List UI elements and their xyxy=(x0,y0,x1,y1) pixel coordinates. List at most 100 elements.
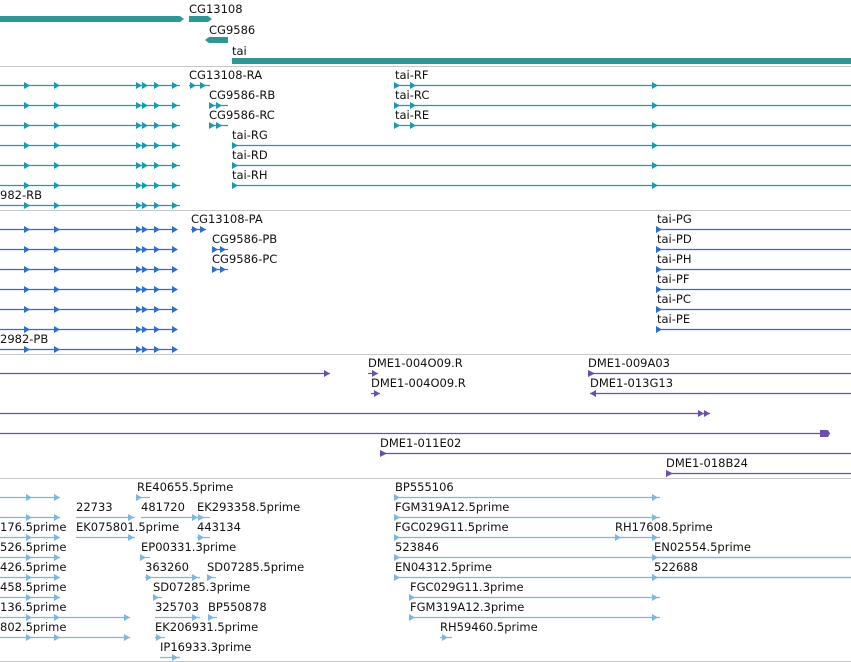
feature-ests[interactable]: 176.5prime xyxy=(0,520,66,541)
feature-clones[interactable]: DME1-011E02 xyxy=(380,436,851,457)
feature-transcripts[interactable]: tai-RC xyxy=(394,88,851,109)
feature-label: CG13108-RA xyxy=(189,68,262,82)
feature-clones[interactable] xyxy=(0,430,830,437)
feature-ests[interactable] xyxy=(0,514,60,521)
feature-ests[interactable]: 443134 xyxy=(197,520,241,541)
feature-ests[interactable]: 481720 xyxy=(141,500,200,521)
feature-transcripts[interactable]: tai-RE xyxy=(394,108,851,129)
feature-ests[interactable]: BP550878 xyxy=(208,600,267,621)
feature-ests[interactable]: EK293358.5prime xyxy=(197,500,300,521)
feature-transcripts[interactable]: tai-RD xyxy=(232,148,851,169)
feature-label: CG9586 xyxy=(209,23,255,37)
feature-label: FGC029G11.5prime xyxy=(395,520,509,534)
feature-ests[interactable]: 22733 xyxy=(76,500,135,521)
exon-arrow-icon xyxy=(26,554,32,561)
exon-arrow-icon xyxy=(442,634,448,641)
feature-cds[interactable]: CG13108-PA xyxy=(191,212,263,233)
feature-cds[interactable]: tai-PE xyxy=(656,312,851,333)
feature-ests[interactable]: 458.5prime xyxy=(0,580,66,601)
feature-transcripts[interactable]: tai-RF xyxy=(394,68,851,89)
feature-ests[interactable]: EP00331.3prime xyxy=(140,540,236,561)
feature-transcripts[interactable]: 982-RB xyxy=(0,188,180,209)
feature-transcripts[interactable]: CG9586-RB xyxy=(209,88,275,109)
exon-arrow-icon xyxy=(54,514,60,521)
feature-clones[interactable] xyxy=(0,370,330,377)
feature-cds[interactable] xyxy=(0,246,178,253)
feature-ests[interactable]: 526.5prime xyxy=(0,540,66,561)
feature-cds[interactable]: tai-PH xyxy=(656,252,851,273)
feature-label: CG13108-PA xyxy=(191,212,263,226)
feature-ests[interactable]: RH59460.5prime xyxy=(440,620,538,641)
feature-ests[interactable]: FGM319A12.3prime xyxy=(409,600,660,621)
exon-arrow-icon xyxy=(54,494,60,501)
feature-ests[interactable]: IP16933.3prime xyxy=(160,640,251,661)
feature-transcripts[interactable] xyxy=(0,102,180,109)
feature-ests[interactable]: EK206931.5prime xyxy=(155,620,258,641)
feature-ests[interactable]: BP555106 xyxy=(394,480,660,501)
feature-cds[interactable]: CG9586-PC xyxy=(212,252,277,273)
exon-arrow-icon xyxy=(54,142,60,149)
feature-clones[interactable] xyxy=(0,410,710,417)
feature-ests[interactable]: SD07285.3prime xyxy=(153,580,250,601)
feature-transcripts[interactable] xyxy=(0,142,180,149)
feature-ests[interactable]: SD07285.5prime xyxy=(207,560,304,581)
exon-arrow-icon xyxy=(26,634,32,641)
feature-ests[interactable]: EK075801.5prime xyxy=(76,520,179,541)
feature-transcripts[interactable] xyxy=(0,82,180,89)
exon-arrow-icon xyxy=(652,554,658,561)
feature-transcripts[interactable]: tai-RH xyxy=(232,168,851,189)
feature-clones[interactable]: DME1-013G13 xyxy=(590,376,851,397)
feature-ests[interactable]: FGC029G11.3prime xyxy=(409,580,660,601)
feature-clones[interactable]: DME1-004O09.R xyxy=(371,376,466,397)
feature-transcripts[interactable]: CG13108-RA xyxy=(189,68,262,89)
feature-label: 22733 xyxy=(76,500,113,514)
feature-ests[interactable]: EN02554.5prime xyxy=(652,540,851,561)
feature-transcripts[interactable]: tai-RG xyxy=(232,128,851,149)
strand-arrow-right-icon xyxy=(666,470,673,477)
feature-cds[interactable]: tai-PC xyxy=(656,292,851,313)
feature-cds[interactable] xyxy=(0,286,178,293)
exon-arrow-icon xyxy=(410,82,416,89)
exon-arrow-icon xyxy=(142,102,148,109)
feature-cds[interactable] xyxy=(0,306,178,313)
feature-genes[interactable] xyxy=(0,16,184,22)
feature-clones[interactable]: DME1-004O09.R xyxy=(368,356,463,377)
feature-ests[interactable] xyxy=(0,494,60,501)
feature-cds[interactable]: tai-PG xyxy=(656,212,851,233)
feature-genes[interactable]: tai xyxy=(232,44,851,64)
exon-arrow-icon xyxy=(142,326,148,333)
feature-transcripts[interactable] xyxy=(0,182,180,189)
feature-cds[interactable]: tai-PD xyxy=(656,232,851,253)
feature-cds[interactable]: CG9586-PB xyxy=(212,232,277,253)
exon-arrow-icon xyxy=(212,246,218,253)
feature-clones[interactable]: DME1-018B24 xyxy=(666,456,851,477)
feature-genes[interactable]: CG9586 xyxy=(205,23,255,43)
feature-clones[interactable]: DME1-009A03 xyxy=(588,356,851,377)
feature-cds[interactable] xyxy=(0,326,178,333)
exon-arrow-icon xyxy=(54,226,60,233)
feature-genes[interactable]: CG13108 xyxy=(189,2,243,22)
feature-label: 458.5prime xyxy=(0,580,66,594)
exon-arrow-icon xyxy=(136,122,142,129)
feature-transcripts[interactable]: CG9586-RC xyxy=(209,108,275,129)
feature-ests[interactable]: 325703 xyxy=(155,600,200,621)
feature-cds[interactable] xyxy=(0,226,178,233)
exon-arrow-icon xyxy=(54,346,60,353)
exon-arrow-icon xyxy=(146,574,152,581)
exon-arrow-icon xyxy=(208,614,214,621)
feature-cds[interactable]: 2982-PB xyxy=(0,332,178,353)
feature-ests[interactable]: 363260 xyxy=(145,560,200,581)
feature-ests[interactable]: 522688 xyxy=(652,560,851,581)
feature-ests[interactable]: FGM319A12.5prime xyxy=(394,500,660,521)
feature-cds[interactable] xyxy=(0,266,178,273)
feature-ests[interactable]: 802.5prime xyxy=(0,620,130,641)
feature-ests[interactable]: RH17608.5prime xyxy=(615,520,713,541)
feature-cds[interactable]: tai-PF xyxy=(656,272,851,293)
feature-label: EN04312.5prime xyxy=(395,560,492,574)
feature-label: 363260 xyxy=(145,560,189,574)
feature-ests[interactable]: 426.5prime xyxy=(0,560,66,581)
feature-transcripts[interactable] xyxy=(0,122,180,129)
feature-ests[interactable]: RE40655.5prime xyxy=(136,480,233,501)
feature-ests[interactable]: 136.5prime xyxy=(0,600,130,621)
feature-transcripts[interactable] xyxy=(0,162,180,169)
